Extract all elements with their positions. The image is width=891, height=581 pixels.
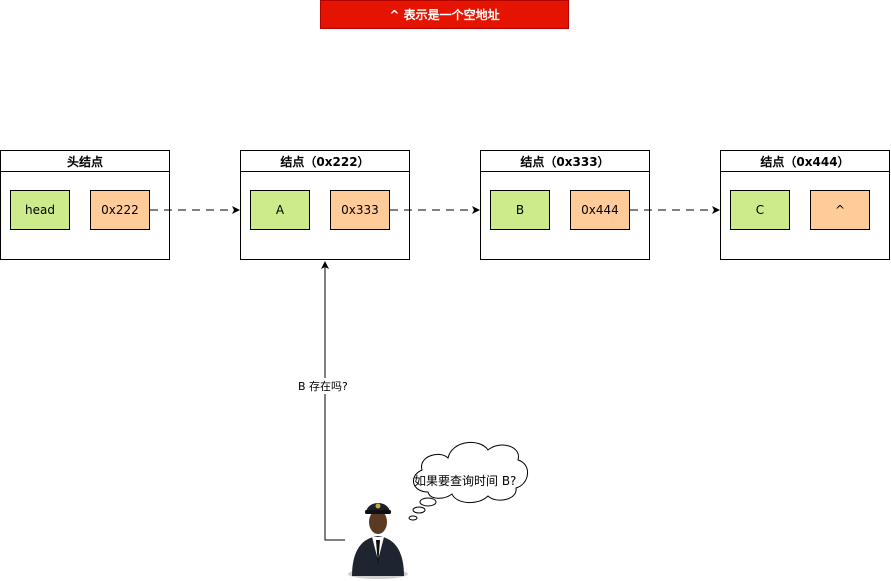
data-cell: B (490, 190, 550, 230)
legend-note: ^ 表示是一个空地址 (320, 0, 569, 29)
node-0x333: 结点（0x333） B 0x444 (480, 150, 650, 260)
node-title: 结点（0x222） (241, 151, 409, 172)
data-cell: C (730, 190, 790, 230)
query-arrow (321, 261, 345, 541)
data-cell: A (250, 190, 310, 230)
node-0x444: 结点（0x444） C ^ (720, 150, 890, 260)
node-title: 头结点 (1, 151, 169, 172)
pointer-cell: 0x333 (330, 190, 390, 230)
pointer-cell: 0x444 (570, 190, 630, 230)
node-head: 头结点 head 0x222 (0, 150, 170, 260)
pilot-person-icon (348, 503, 408, 579)
node-title: 结点（0x333） (481, 151, 649, 172)
query-edge-label: B 存在吗? (296, 378, 350, 394)
pointer-cell: ^ (810, 190, 870, 230)
thought-text: 如果要查询时间 B? (414, 474, 517, 488)
node-title: 结点（0x444） (721, 151, 889, 172)
pointer-cell: 0x222 (90, 190, 150, 230)
data-cell: head (10, 190, 70, 230)
node-0x222: 结点（0x222） A 0x333 (240, 150, 410, 260)
thought-cloud-icon (408, 442, 528, 521)
legend-text: ^ 表示是一个空地址 (389, 8, 500, 22)
